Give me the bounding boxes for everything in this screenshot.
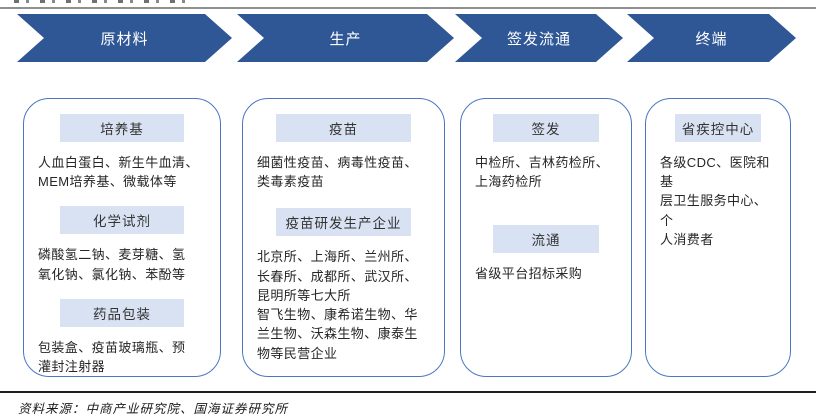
section-provincial-cdc: 省疾控中心 各级CDC、医院和基 层卫生服务中心、个 人消费者	[658, 114, 778, 249]
section-title: 培养基	[60, 114, 184, 142]
stage-arrow-raw-materials: 原材料	[17, 14, 232, 62]
section-chemical-reagents: 化学试剂 磷酸氢二钠、麦芽糖、氢 氧化钠、氯化钠、苯酚等	[36, 206, 208, 283]
section-body: 细菌性疫苗、病毒性疫苗、 类毒素疫苗	[257, 155, 418, 190]
bottom-divider-line	[0, 391, 816, 393]
stage-box-terminal: 省疾控中心 各级CDC、医院和基 层卫生服务中心、个 人消费者	[645, 98, 791, 377]
section-title: 疫苗	[276, 114, 411, 142]
section-body: 包装盒、疫苗玻璃瓶、预 灌封注射器	[38, 339, 186, 375]
section-vaccine-rd-manufacturers: 疫苗研发生产企业 北京所、上海所、兰州所、 长春所、成都所、武汉所、 昆明所等七…	[255, 208, 432, 362]
section-body: 省级平台招标采购	[475, 266, 583, 282]
section-body: 磷酸氢二钠、麦芽糖、氢 氧化钠、氯化钠、苯酚等	[38, 247, 186, 282]
stage-arrow-terminal: 终端	[627, 14, 796, 62]
stage-arrow-production: 生产	[237, 14, 454, 62]
stage-arrow-label: 原材料	[100, 30, 149, 48]
stage-box-production: 疫苗 细菌性疫苗、病毒性疫苗、 类毒素疫苗 疫苗研发生产企业 北京所、上海所、兰…	[242, 98, 445, 377]
stage-arrow-label: 生产	[329, 30, 362, 48]
cropped-title-fragments	[14, 0, 194, 3]
section-drug-packaging: 药品包装 包装盒、疫苗玻璃瓶、预 灌封注射器	[36, 298, 208, 376]
section-title: 省疾控中心	[674, 114, 762, 142]
section-title: 签发	[493, 114, 599, 142]
section-title: 流通	[493, 225, 599, 254]
section-body: 中检所、吉林药检所、 上海药检所	[475, 155, 610, 190]
section-culture-medium: 培养基 人血白蛋白、新生牛血清、 MEM培养基、微载体等	[36, 114, 208, 191]
stage-box-issuance-circulation: 签发 中检所、吉林药检所、 上海药检所 流通 省级平台招标采购	[460, 98, 632, 377]
section-body: 北京所、上海所、兰州所、 长春所、成都所、武汉所、 昆明所等七大所 智飞生物、康…	[257, 249, 418, 361]
stage-box-raw-materials: 培养基 人血白蛋白、新生牛血清、 MEM培养基、微载体等 化学试剂 磷酸氢二钠、…	[23, 98, 221, 377]
section-issuance: 签发 中检所、吉林药检所、 上海药检所	[473, 114, 619, 191]
section-vaccines: 疫苗 细菌性疫苗、病毒性疫苗、 类毒素疫苗	[255, 114, 432, 191]
top-divider-line	[0, 7, 816, 9]
section-circulation: 流通 省级平台招标采购	[473, 225, 619, 283]
section-body: 人血白蛋白、新生牛血清、 MEM培养基、微载体等	[38, 155, 199, 190]
section-body: 各级CDC、医院和基 层卫生服务中心、个 人消费者	[660, 155, 770, 247]
section-title: 化学试剂	[60, 206, 184, 235]
section-title: 药品包装	[60, 298, 184, 327]
stage-arrow-issuance-circulation: 签发流通	[455, 14, 623, 62]
stage-arrow-label: 签发流通	[506, 30, 571, 48]
stage-arrow-label: 终端	[695, 30, 728, 48]
section-title: 疫苗研发生产企业	[276, 208, 411, 237]
source-attribution: 资料来源：中商产业研究院、国海证券研究所	[18, 401, 289, 416]
